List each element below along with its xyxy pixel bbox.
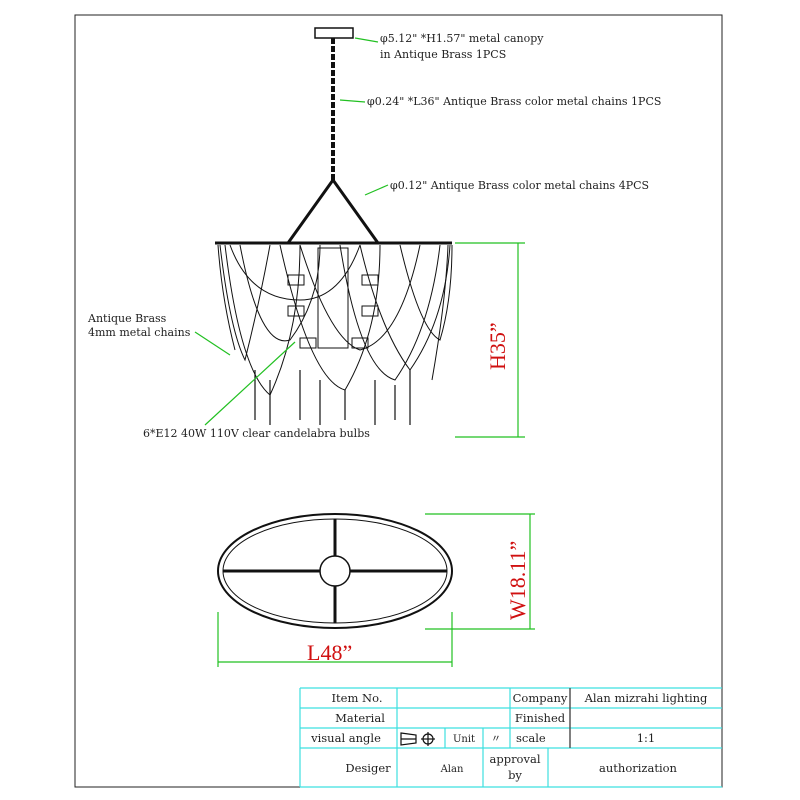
draped-chains [217, 244, 453, 396]
designer-label: Desiger [345, 761, 391, 775]
sub-chain-callout: φ0.12" Antique Brass color metal chains … [390, 179, 649, 192]
unit-label: Unit [453, 734, 475, 745]
chandelier-elevation [215, 27, 453, 425]
leader-arrow [339, 99, 366, 103]
scale-label: scale [516, 731, 546, 745]
leader-arrow [354, 37, 379, 43]
drawing-frame [74, 14, 723, 788]
length-label: L48” [307, 640, 352, 665]
body-chains-callout: Antique Brass [87, 312, 167, 325]
chandelier-top-view [217, 513, 453, 629]
sub-chains [286, 179, 380, 244]
company-label: Company [513, 691, 568, 705]
canopy-callout: φ5.12" *H1.57" metal canopy [380, 32, 544, 45]
unit-value: 〃 [491, 734, 501, 745]
body-chains-callout-line2: 4mm metal chains [88, 326, 191, 339]
visual-angle-label: visual angle [310, 731, 381, 745]
authorization-label: authorization [599, 761, 678, 775]
leader-arrow [204, 341, 296, 426]
table-grid [299, 687, 722, 788]
main-chain-callout: φ0.24" *L36" Antique Brass color metal c… [367, 95, 661, 108]
candle-bulbs [287, 247, 379, 349]
title-block: Item No. Company Alan mizrahi lighting M… [299, 687, 722, 788]
leader-arrow [364, 184, 389, 196]
width-dimension: W18.11” [425, 513, 535, 630]
bulbs-callout: 6*E12 40W 110V clear candelabra bulbs [143, 427, 370, 440]
finished-label: Finished [515, 711, 566, 725]
approval-label-line2: by [508, 768, 522, 782]
scale-value: 1:1 [637, 731, 656, 745]
width-label: W18.11” [505, 541, 530, 620]
hanging-strands [254, 370, 411, 425]
canopy [314, 27, 354, 39]
approval-label: approval [489, 752, 540, 766]
material-label: Material [335, 711, 385, 725]
length-dimension: L48” [217, 612, 453, 667]
height-label: H35” [485, 322, 510, 370]
company-value: Alan mizrahi lighting [584, 691, 708, 705]
item-no-label: Item No. [332, 691, 383, 705]
height-dimension: H35” [455, 242, 525, 438]
designer-value: Alan [440, 764, 464, 775]
callouts: φ5.12" *H1.57" metal canopy in Antique B… [87, 32, 661, 440]
canopy-callout-line2: in Antique Brass 1PCS [380, 48, 506, 61]
leader-arrow [194, 331, 231, 356]
projection-symbol-icon [400, 732, 435, 746]
